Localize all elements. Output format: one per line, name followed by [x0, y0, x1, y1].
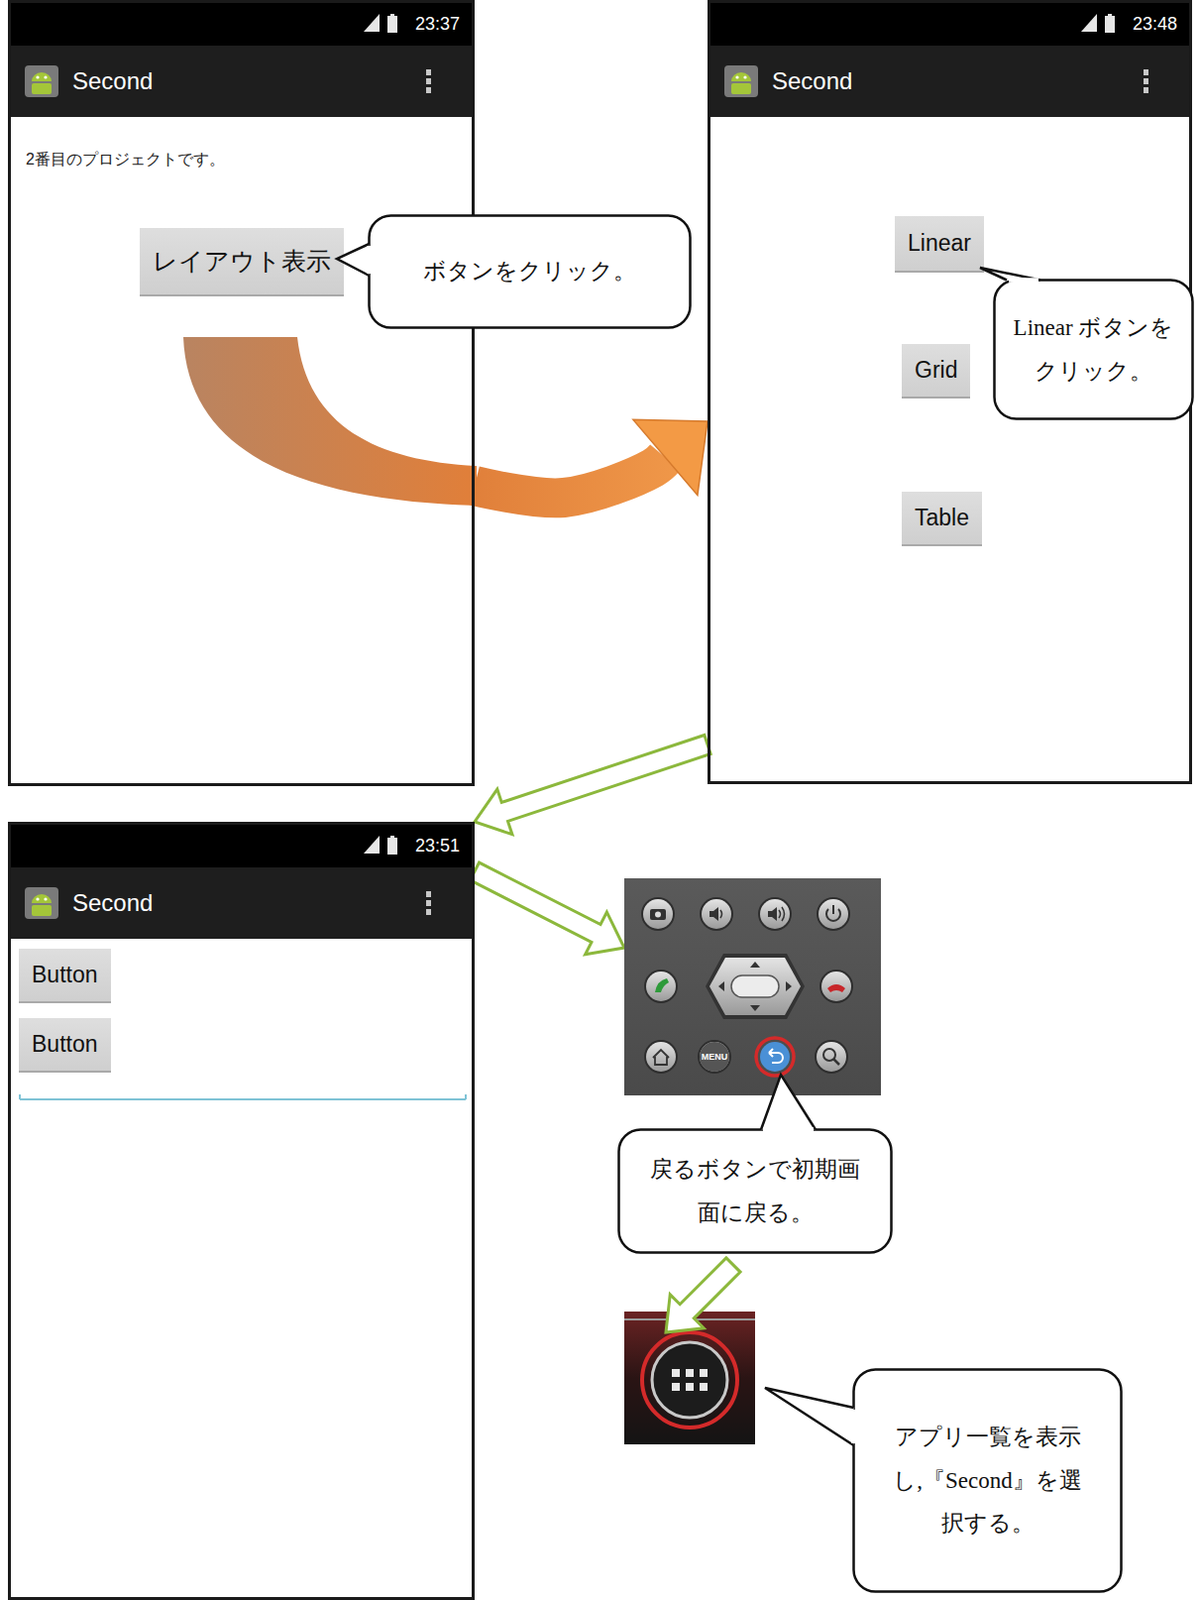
- button-label: Grid: [914, 356, 958, 384]
- battery-icon: [387, 837, 398, 855]
- screen-fill: [7, 821, 475, 1600]
- ribbon-body: [474, 456, 665, 498]
- ribbon-head: [633, 419, 708, 495]
- callout-text: ボタンをクリック。: [405, 241, 655, 302]
- title-bar: Second: [10, 45, 472, 117]
- callout-text: アプリ一覧を表示し,『Second』を選択する。: [852, 1407, 1123, 1553]
- ribbon-arrow: [474, 419, 708, 498]
- status-bar: [707, 0, 1193, 46]
- signal-icon: [1081, 13, 1097, 32]
- app-drawer-icon: [624, 1310, 756, 1444]
- app-title: Second: [710, 67, 853, 96]
- button-label: Button: [31, 961, 99, 988]
- bubble-outline: [617, 1127, 893, 1254]
- status-bar: [7, 0, 475, 46]
- screen-text: 2番目のプロジェクトです。: [25, 149, 225, 171]
- title-bar: Second: [710, 45, 1190, 117]
- title-bar: Second: [10, 867, 472, 939]
- callout-bubble: Linear ボタンをクリック。: [992, 278, 1195, 421]
- app-button: Button: [18, 1017, 111, 1073]
- callout-bubble: アプリ一覧を表示し,『Second』を選択する。: [852, 1367, 1123, 1593]
- callout-bubble: ボタンをクリック。: [367, 214, 692, 329]
- ribbon-arrow-tail: [183, 336, 477, 506]
- phone-screen: 23:51SecondButtonButton: [7, 821, 475, 1600]
- step-arrow: [469, 862, 625, 955]
- battery-icon: [1104, 15, 1115, 33]
- hollow-arrow: [469, 862, 625, 955]
- app-button: レイアウト表示: [139, 227, 344, 297]
- battery-icon: [387, 15, 398, 33]
- app-button: Grid: [901, 343, 971, 399]
- signal-icon: [363, 13, 380, 32]
- status-bar: [7, 821, 475, 868]
- edit-text-line: [19, 1097, 466, 1100]
- status-time: 23:37: [415, 13, 460, 35]
- callout-text: 戻るボタンで初期画面に戻る。: [617, 1139, 893, 1242]
- keypad-buttons: [624, 877, 881, 1095]
- edit-text-tick: [464, 1093, 467, 1099]
- signal-icon: [363, 835, 380, 854]
- battery-tip: [1107, 13, 1112, 16]
- app-button: Button: [18, 948, 111, 1003]
- phone-screen: 23:37 2番目のプロジェクトです。 Second レイアウト表示: [7, 0, 475, 786]
- bubble-outline: [992, 278, 1195, 421]
- edit-text-tick: [18, 1093, 21, 1099]
- screen-fill: [707, 0, 1193, 784]
- callout-text: Linear ボタンをクリック。: [992, 298, 1195, 401]
- button-label: Linear: [907, 229, 972, 257]
- emulator-keypad: MENU: [624, 877, 881, 1095]
- app-title: Second: [10, 67, 153, 96]
- status-time: 23:51: [415, 835, 460, 857]
- app-button: Linear: [894, 216, 984, 273]
- status-time: 23:48: [1132, 13, 1178, 35]
- key-label: MENU: [701, 1051, 729, 1062]
- step-arrow: [474, 735, 711, 835]
- app-button: Table: [901, 491, 982, 546]
- battery-tip: [390, 835, 395, 838]
- hollow-arrow: [474, 735, 711, 835]
- button-label: Button: [31, 1030, 99, 1058]
- button-label: レイアウト表示: [152, 244, 331, 278]
- step-arrow: [665, 1257, 741, 1332]
- battery-tip: [390, 13, 395, 16]
- button-label: Table: [914, 504, 970, 532]
- callout-bubble: 戻るボタンで初期画面に戻る。: [617, 1127, 893, 1254]
- app-title: Second: [10, 888, 153, 917]
